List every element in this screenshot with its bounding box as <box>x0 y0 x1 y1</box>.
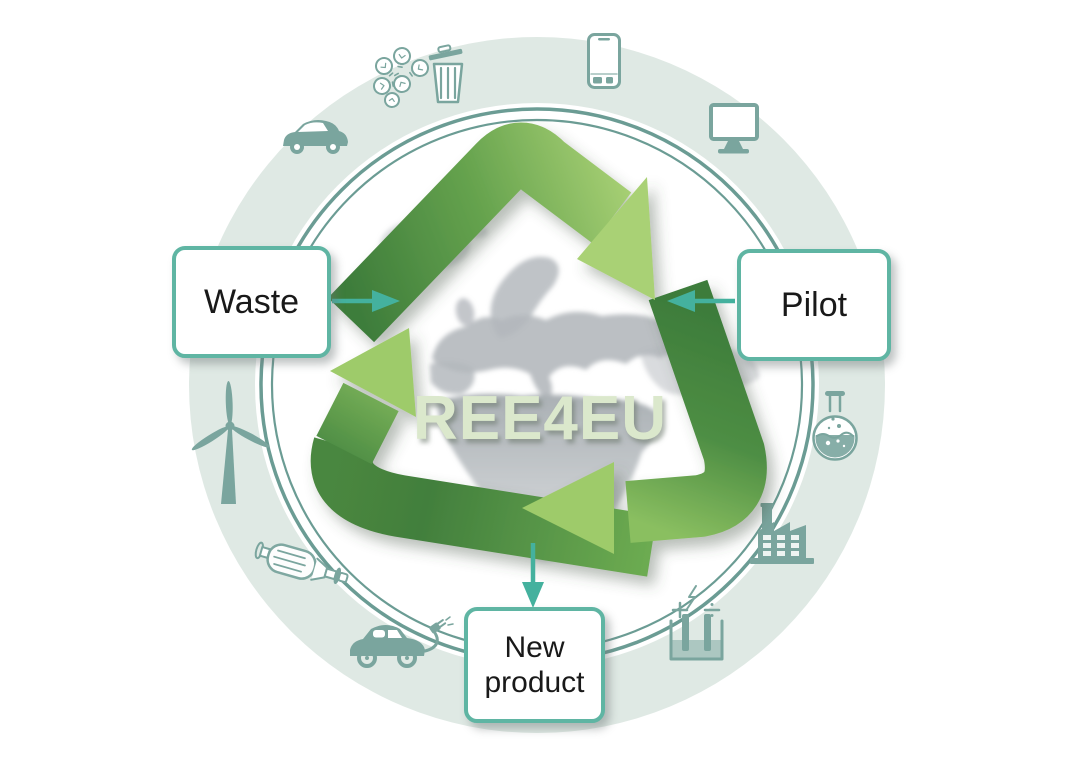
recycle-arrow-top <box>327 122 632 343</box>
recycle-arrow-left-head <box>330 328 416 417</box>
electric-car-icon <box>350 616 454 668</box>
computer-monitor-icon <box>709 103 759 154</box>
waste-box: Waste <box>172 246 331 358</box>
electrolysis-cell-icon <box>669 585 724 661</box>
pilot-box: Pilot <box>737 249 891 361</box>
recycle-arrow-top-head <box>577 177 655 300</box>
recycle-arrow-bottom <box>310 437 657 577</box>
car-icon <box>283 120 348 154</box>
recycle-arrow-left <box>316 382 399 465</box>
trash-bin-icon <box>428 44 464 104</box>
waste-box-label: Waste <box>203 282 300 321</box>
recycle-arrow-right-head <box>522 462 614 554</box>
smartphone-icon <box>587 33 621 89</box>
new-product-box-label: New product <box>484 630 585 699</box>
catalytic-converter-icon <box>254 541 349 585</box>
ring-icons <box>191 33 858 668</box>
product-arrow-head <box>522 582 544 608</box>
lab-flask-icon <box>812 391 858 461</box>
lightbulbs-icon <box>373 47 429 108</box>
recycle-arrow-right <box>625 279 767 543</box>
factory-icon <box>750 503 814 564</box>
recycle-triangle <box>310 122 767 577</box>
wind-turbine-icon <box>191 381 270 504</box>
pilot-box-label: Pilot <box>780 285 848 324</box>
connector-arrows <box>332 290 735 608</box>
ree4eu-label: REE4EU <box>412 384 668 454</box>
pilot-arrow-head <box>667 290 695 312</box>
new-product-box: New product <box>464 607 605 723</box>
waste-arrow-head <box>372 290 400 312</box>
